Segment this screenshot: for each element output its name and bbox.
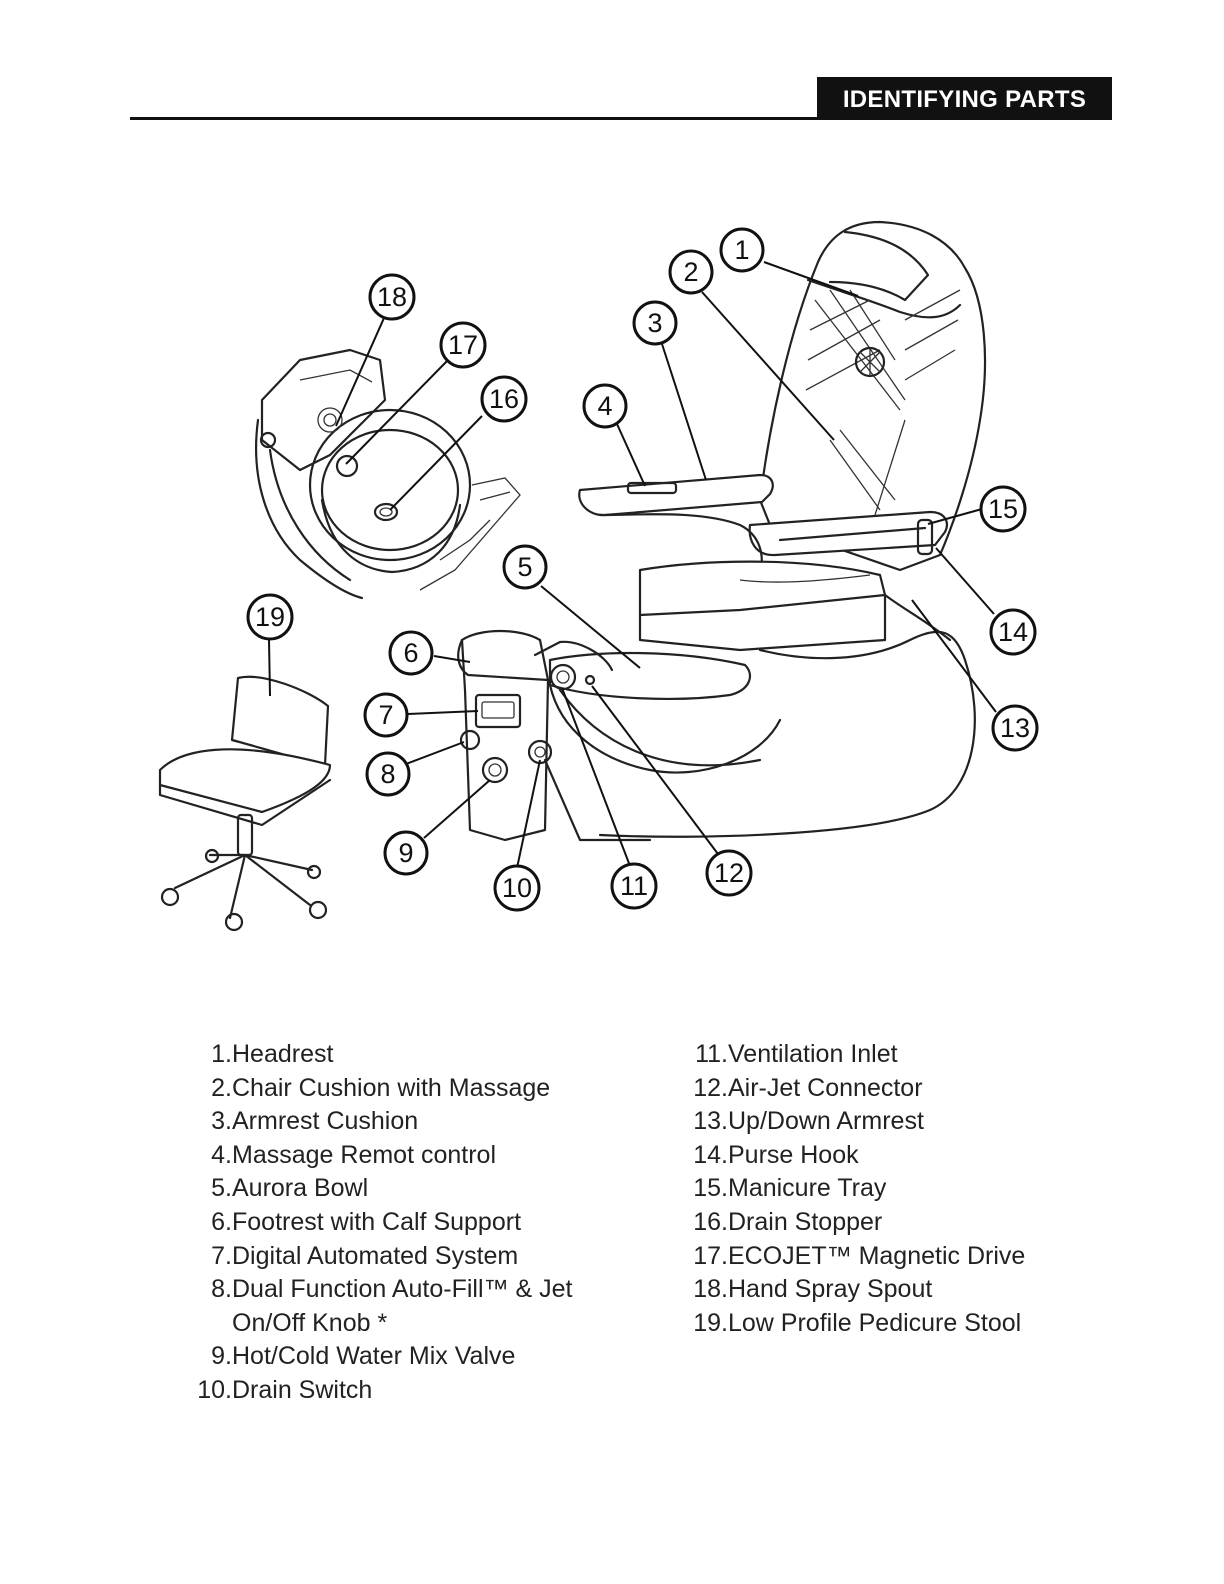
header-rule — [130, 117, 820, 120]
svg-text:5: 5 — [517, 552, 532, 582]
callout-16: 16 — [480, 375, 528, 423]
svg-text:16: 16 — [489, 384, 519, 414]
parts-legend-right: 11. Ventilation Inlet 12. Air-Jet Connec… — [684, 1038, 1104, 1340]
list-item: 3. Armrest Cushion — [211, 1107, 419, 1136]
callout-7: 7 — [363, 692, 409, 738]
list-item: 19. Low Profile Pedicure Stool — [693, 1308, 1022, 1337]
callout-19: 19 — [246, 593, 294, 641]
parts-diagram: 1 2 3 4 5 6 7 8 9 10 11 12 13 14 15 16 1… — [158, 220, 1039, 932]
svg-text:12: 12 — [714, 858, 744, 888]
callout-11: 11 — [610, 862, 658, 910]
svg-text:8: 8 — [380, 759, 395, 789]
callout-17: 17 — [439, 321, 487, 369]
callout-15: 15 — [979, 485, 1027, 533]
list-item: 7. Digital Automated System — [211, 1241, 519, 1270]
callout-13: 13 — [991, 704, 1039, 752]
list-item: 16. Drain Stopper — [693, 1207, 883, 1236]
svg-text:6: 6 — [403, 638, 418, 668]
callout-14: 14 — [989, 608, 1037, 656]
callout-1: 1 — [719, 227, 765, 273]
svg-text:17: 17 — [448, 330, 478, 360]
callout-9: 9 — [383, 830, 429, 876]
list-item: 10. Drain Switch — [197, 1375, 373, 1404]
list-item: 15. Manicure Tray — [693, 1174, 887, 1203]
list-item-continuation: On/Off Knob * — [232, 1308, 388, 1337]
svg-text:7: 7 — [378, 700, 393, 730]
list-item: 5. Aurora Bowl — [211, 1174, 369, 1203]
parts-legend-left: 1.Headrest 2.Chair Cushion with Massage … — [192, 1038, 632, 1408]
list-item: 17. ECOJET™ Magnetic Drive — [693, 1241, 1026, 1270]
list-item: 6. Footrest with Calf Support — [211, 1207, 522, 1236]
svg-text:13: 13 — [1000, 713, 1030, 743]
list-item: 8. Dual Function Auto-Fill™ & Jet — [211, 1275, 573, 1304]
list-item: 18. Hand Spray Spout — [693, 1275, 933, 1304]
callout-10: 10 — [493, 864, 541, 912]
list-item: 13. Up/Down Armrest — [693, 1107, 924, 1136]
callout-3: 3 — [632, 300, 678, 346]
svg-text:1: 1 — [734, 235, 749, 265]
leader-lines — [268, 261, 997, 869]
callout-6: 6 — [388, 630, 434, 676]
bowl-closeup-illustration — [255, 348, 521, 600]
callout-8: 8 — [365, 751, 411, 797]
list-item: 2.Chair Cushion with Massage — [211, 1073, 551, 1102]
callout-2: 2 — [668, 249, 714, 295]
svg-text:2: 2 — [683, 257, 698, 287]
svg-text:14: 14 — [998, 617, 1028, 647]
svg-text:18: 18 — [377, 282, 407, 312]
list-item: 12. Air-Jet Connector — [693, 1073, 923, 1102]
callout-4: 4 — [582, 383, 628, 429]
list-item: 14. Purse Hook — [693, 1140, 859, 1169]
svg-text:11: 11 — [620, 871, 648, 901]
callout-12: 12 — [705, 849, 753, 897]
callout-18: 18 — [368, 273, 416, 321]
list-item: 9. Hot/Cold Water Mix Valve — [211, 1342, 516, 1371]
callout-5: 5 — [502, 544, 548, 590]
svg-text:4: 4 — [597, 391, 612, 421]
list-item: 4. Massage Remot control — [211, 1140, 497, 1169]
list-item: 1.Headrest — [211, 1040, 334, 1068]
svg-text:3: 3 — [647, 308, 662, 338]
list-item: 11. Ventilation Inlet — [695, 1040, 898, 1068]
pedicure-stool-illustration — [158, 675, 332, 932]
svg-text:15: 15 — [988, 494, 1018, 524]
pedicure-chair-illustration — [457, 220, 987, 842]
svg-text:19: 19 — [255, 602, 285, 632]
svg-text:9: 9 — [398, 838, 413, 868]
page-title: IDENTIFYING PARTS — [817, 77, 1112, 120]
svg-text:10: 10 — [502, 873, 532, 903]
